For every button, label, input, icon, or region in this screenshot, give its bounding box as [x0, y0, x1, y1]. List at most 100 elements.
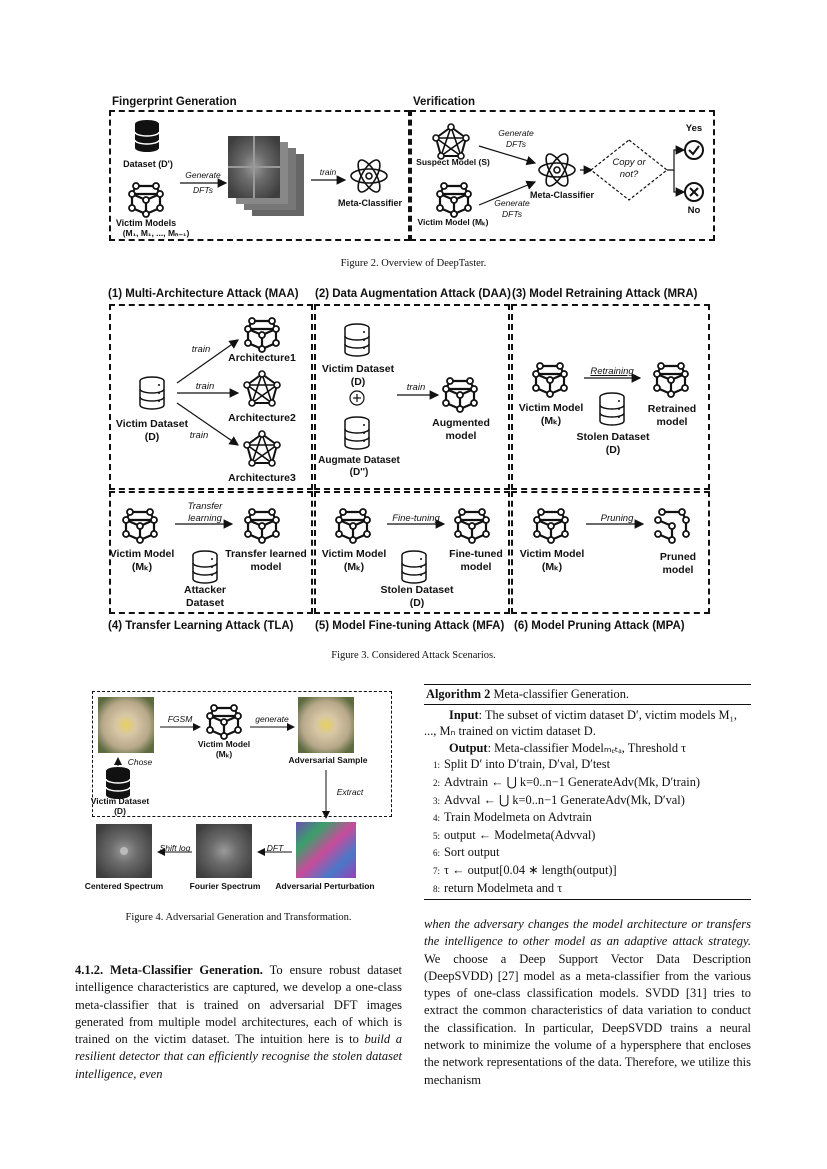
fig2-right-box — [410, 110, 715, 241]
algo-title-bold: Algorithm 2 — [426, 687, 491, 701]
pruned-model-icon — [654, 508, 690, 544]
victim-model-mk-label: Victim Model (Mₖ) — [417, 217, 489, 227]
suspect-model-label: Suspect Model (S) — [416, 157, 490, 167]
left-italic: build a resilient detector that can effi… — [75, 1032, 403, 1081]
fig3-box-6 — [511, 491, 710, 614]
stolen-dataset-3-label: Stolen Dataset (D) — [576, 431, 650, 456]
fig3-box-1 — [109, 304, 313, 490]
train-3: train — [189, 430, 209, 441]
dfts2-label: DFTs — [506, 139, 526, 149]
shift-log-label: Shift log — [159, 843, 191, 853]
flower-image-2 — [298, 697, 354, 753]
fig3-box-2 — [314, 304, 510, 490]
extract-label: Extract — [336, 787, 364, 797]
yes-label: Yes — [685, 123, 703, 134]
generate-label: Generate — [185, 170, 221, 180]
dft-label: DFT — [266, 843, 284, 853]
victim-dataset-label: Victim Dataset (D) — [115, 418, 189, 443]
generate3-label: Generate — [494, 198, 530, 208]
meta-classifier-label: Meta-Classifier — [337, 198, 403, 208]
pruning-label: Pruning — [600, 513, 634, 524]
fig4-graphics — [96, 697, 356, 878]
retraining-label: Retraining — [590, 366, 634, 377]
fig2-caption: Figure 2. Overview of DeepTaster. — [340, 258, 487, 269]
augmate-label: Augmate Dataset (D'') — [318, 455, 400, 478]
flower-image-1 — [98, 697, 154, 753]
victim-model-5-label: Victim Model (Mₖ) — [321, 548, 387, 573]
adv-perturb-label: Adversarial Perturbation — [275, 881, 375, 891]
train-2: train — [195, 381, 215, 392]
train-daa: train — [406, 382, 426, 393]
stolen-dataset-5-label: Stolen Dataset (D) — [380, 584, 454, 609]
right-column-text: when the adversary changes the model arc… — [424, 916, 751, 1089]
algo-line-5: output ← Modelmeta(Advval) — [444, 827, 596, 842]
train-1: train — [191, 344, 211, 355]
left-paragraph: To ensure robust dataset intelligence ch… — [75, 963, 403, 1047]
fourier-label: Fourier Spectrum — [189, 881, 261, 891]
x-icon — [684, 182, 704, 202]
fig2-title-fingerprint: Fingerprint Generation — [112, 96, 237, 108]
fourier-image — [196, 824, 252, 878]
no-label: No — [687, 205, 701, 216]
check-icon — [684, 140, 704, 160]
section-heading: 4.1.2. Meta-Classifier Generation. — [75, 963, 263, 977]
generate2-label: Generate — [498, 128, 534, 138]
pruned-model-label: Pruned model — [659, 551, 697, 576]
dfts-label: DFTs — [193, 185, 213, 195]
fig3-box-5 — [314, 491, 510, 614]
fig2-graphics — [127, 119, 704, 219]
algo-input: : The subset of victim dataset D′, victi… — [424, 707, 737, 739]
fig4-dashed-box — [92, 691, 392, 817]
perturbation-image — [296, 822, 356, 878]
victim-model-fig4-label: Victim Model (Mₖ) — [197, 739, 251, 759]
copy-question: Copy or not? — [612, 157, 646, 180]
meta-classifier-label-2: Meta-Classifier — [529, 190, 595, 200]
victim-model-4-label: Victim Model (Mₖ) — [109, 548, 175, 573]
dft-stack-icon — [228, 136, 304, 216]
dataset-label: Dataset (D') — [123, 159, 173, 169]
fine-tuned-label: Fine-tuned model — [449, 548, 503, 573]
dfts3-label: DFTs — [502, 209, 522, 219]
victim-dataset-fig4-label: Victim Dataset (D) — [90, 796, 150, 816]
algo-line-3: Advval ← ⋃ k=0..n−1 GenerateAdv(Mk, D′va… — [444, 792, 685, 807]
algo-output: : Meta-classifier Modelₘₑₜₐ, Threshold τ — [487, 740, 687, 755]
generate-fig4-label: generate — [255, 714, 289, 724]
right-italic: when the adversary changes the model arc… — [424, 917, 751, 949]
algo-output-bold: Output — [449, 740, 488, 755]
victim-model-3-label: Victim Model (Mₖ) — [518, 402, 584, 427]
algo-line-6: Sort output — [444, 845, 500, 860]
algo-line-4: Train Modelmeta on Advtrain — [444, 810, 592, 825]
fig2-left-box — [109, 110, 410, 241]
left-column-text: 4.1.2. Meta-Classifier Generation. To en… — [75, 962, 402, 1083]
fig2-title-verification: Verification — [413, 96, 475, 108]
transfer-learned-label: Transfer learned model — [225, 548, 307, 573]
algo-line-2: Advtrain ← ⋃ k=0..n−1 GenerateAdv(Mk, D′… — [444, 774, 701, 789]
fig3-title-3: (3) Model Retraining Attack (MRA) — [512, 288, 698, 300]
algo-input-bold: Input — [449, 707, 479, 722]
attacker-dataset-label: Attacker Dataset — [183, 584, 227, 609]
arch1-label: Architecture1 — [228, 352, 296, 364]
fig4-caption: Figure 4. Adversarial Generation and Tra… — [125, 912, 352, 923]
train-label: train — [319, 167, 337, 177]
algo-line-1: Split D′ into D′train, D′val, D′test — [444, 757, 611, 772]
fig3-graphics — [121, 316, 690, 584]
fine-tuning-label: Fine-tuning — [392, 513, 440, 524]
right-paragraph: We choose a Deep Support Vector Data Des… — [424, 951, 751, 1087]
algo-title: Meta-classifier Generation. — [493, 687, 630, 701]
victim-models-label: Victim Models — [115, 218, 177, 228]
fig3-title-2: (2) Data Augmentation Attack (DAA) — [315, 288, 511, 300]
arch3-label: Architecture3 — [228, 472, 296, 484]
chose-label: Chose — [127, 757, 153, 767]
fig3-title-5: (5) Model Fine-tuning Attack (MFA) — [315, 620, 505, 632]
fig3-title-6: (6) Model Pruning Attack (MPA) — [514, 620, 685, 632]
fig3-title-1: (1) Multi-Architecture Attack (MAA) — [108, 288, 299, 300]
adv-sample-label: Adversarial Sample — [288, 755, 368, 765]
augmented-model-label: Augmented model — [432, 417, 490, 442]
fig3-box-3 — [511, 304, 710, 490]
fig3-box-4 — [109, 491, 313, 614]
victim-dataset-2-label: Victim Dataset (D) — [321, 363, 395, 388]
algorithm-block: Algorithm 2 Meta-classifier Generation. … — [424, 684, 751, 901]
victim-model-fig4-icon — [205, 703, 243, 741]
fig3-caption: Figure 3. Considered Attack Scenarios. — [331, 650, 496, 661]
arch2-label: Architecture2 — [228, 412, 296, 424]
